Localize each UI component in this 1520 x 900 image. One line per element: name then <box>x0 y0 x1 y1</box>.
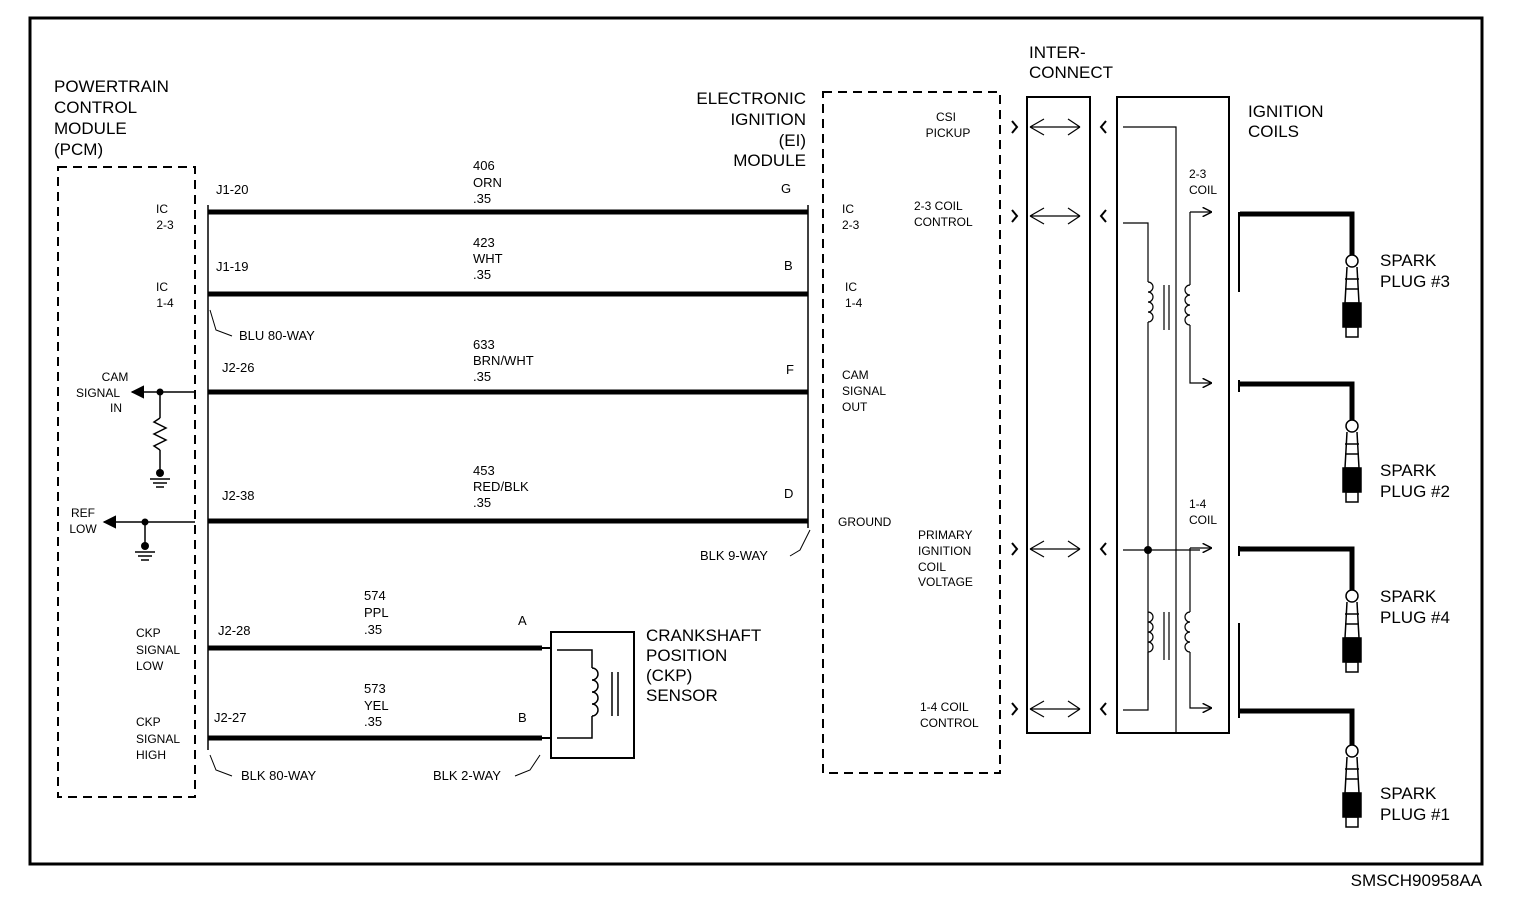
svg-text:J2-27: J2-27 <box>214 710 247 725</box>
svg-text:INTER-CONNECT: INTER-CONNECT <box>1029 43 1113 82</box>
svg-text:IC2-3: IC2-3 <box>842 202 860 232</box>
pcm-ic23-label: IC <box>156 202 168 216</box>
svg-text:IC2-3: IC2-3 <box>156 202 174 232</box>
connector-blk2: BLK 2-WAY <box>433 768 501 783</box>
svg-text:J2-38: J2-38 <box>222 488 255 503</box>
pcm-title-4: (PCM) <box>54 140 103 159</box>
svg-text:GROUND: GROUND <box>838 515 892 529</box>
svg-text:D: D <box>784 486 793 501</box>
connector-labels: BLU 80-WAY BLK 9-WAY BLK 80-WAY BLK 2-WA… <box>209 309 811 783</box>
svg-text:G: G <box>781 181 791 196</box>
svg-text:F: F <box>786 362 794 377</box>
pcm-title-3: MODULE <box>54 119 127 138</box>
pcm-title-1: POWERTRAIN <box>54 77 169 96</box>
diagram-frame <box>28 16 1484 866</box>
svg-text:J2-28: J2-28 <box>218 623 251 638</box>
svg-text:IC1-4: IC1-4 <box>845 280 863 310</box>
connector-blk9: BLK 9-WAY <box>700 548 768 563</box>
figure-code: SMSCH90958AA <box>1351 871 1483 890</box>
interconnect-pins <box>1011 118 1107 718</box>
connector-blk80: BLK 80-WAY <box>241 768 316 783</box>
svg-text:B: B <box>784 258 793 273</box>
pcm-ckp-low-label: CKP <box>136 626 161 640</box>
svg-text:A: A <box>518 613 527 628</box>
pcm-ic14-label: IC <box>156 280 168 294</box>
svg-text:J1-19: J1-19 <box>216 259 249 274</box>
spark-plug-wires <box>1240 211 1355 745</box>
interconnect: INTER-CONNECT <box>1026 43 1113 734</box>
pcm-ref-low-label: REF <box>71 506 95 520</box>
svg-text:B: B <box>518 710 527 725</box>
pcm-title-2: CONTROL <box>54 98 137 117</box>
svg-text:IC1-4: IC1-4 <box>156 280 174 310</box>
pcm-cam-signal-in-label: CAM <box>102 370 129 384</box>
svg-text:J1-20: J1-20 <box>216 182 249 197</box>
connector-blu80: BLU 80-WAY <box>239 328 315 343</box>
pcm-ckp-high-label: CKP <box>136 715 161 729</box>
svg-text:J2-26: J2-26 <box>222 360 255 375</box>
